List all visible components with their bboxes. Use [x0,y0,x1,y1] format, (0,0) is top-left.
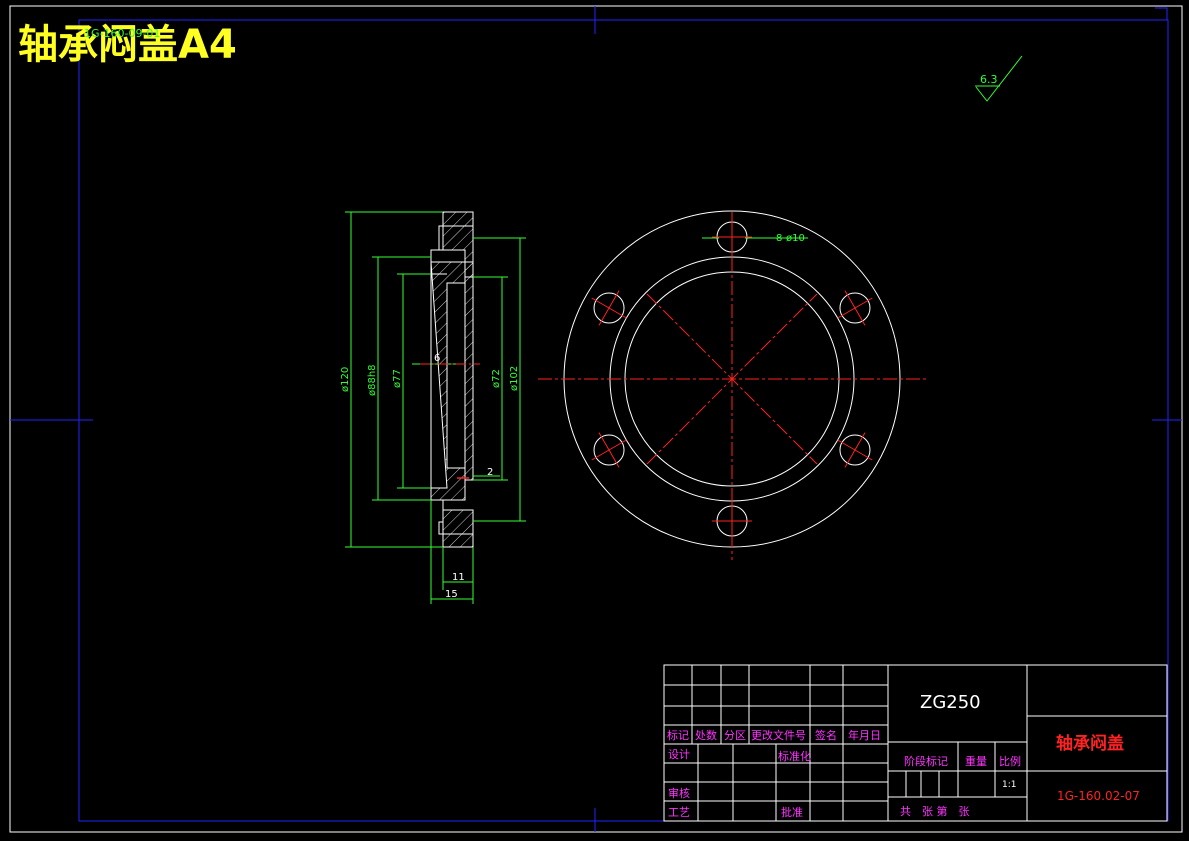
bolt-hole-centerline [844,432,866,468]
section-spigot [430,261,466,501]
hdr-mark: 标记 [667,728,689,742]
dim-d120: ø120 [340,367,351,392]
hdr-count: 处数 [695,729,717,742]
scale-value: 1:1 [1002,780,1016,790]
row-review: 审核 [668,786,690,800]
ratio-label: 比例 [999,754,1021,768]
drawing-code-overlay: 1G-160-09-01 [84,27,160,40]
section-view: ø120 ø88h8 ø77 ø72 ø102 6 2 11 15 [340,211,526,604]
inner-frame [78,19,1169,822]
bolt-holes [591,217,873,541]
section-bottom-flange [442,509,474,548]
sheets-label: 共 张 第 张 [900,804,970,818]
drawing-title: 轴承闷盖A4 [18,22,237,68]
bolt-hole-centerline [598,290,620,326]
section-top-step [438,212,444,251]
material: ZG250 [920,692,981,713]
front-centerlines [538,212,928,560]
row-standard: 标准化 [778,749,811,763]
section-bottom-step [438,510,444,535]
stage-mark: 阶段标记 [904,754,948,768]
title-block-text: ZG250 轴承闷盖 1G-160.02-07 1:1 标记 处数 分区 更改文… [667,692,1140,819]
section-dimension-lines [345,211,526,604]
dim-w15: 15 [445,589,458,600]
dim-w6: 6 [434,353,440,364]
bolt-hole [593,292,625,324]
row-design: 设计 [668,748,690,761]
dim-d88h8: ø88h8 [367,364,378,396]
dim-d72: ø72 [491,369,502,388]
dim-w11: 11 [452,572,465,583]
bolt-hole-centerline [844,290,866,326]
hdr-zone: 分区 [724,729,746,742]
dim-w2: 2 [487,467,493,478]
bolt-hole [839,292,871,324]
surface-finish-symbol [975,55,1023,102]
title-block [663,664,1168,822]
dim-d102: ø102 [509,366,520,391]
bolt-hole [593,434,625,466]
hole-note: 8-ø10 [776,233,805,244]
outer-frame [9,5,1183,833]
dim-d77: ø77 [392,369,403,388]
section-spigot-outline [430,249,443,501]
section-web [464,261,474,481]
weight-label: 重量 [965,754,987,768]
front-view: 8-ø10 [538,210,928,560]
surface-finish-value: 6.3 [980,73,998,86]
drawing-number: 1G-160.02-07 [1057,789,1140,803]
row-approve: 批准 [781,805,803,819]
part-name: 轴承闷盖 [1056,733,1124,754]
bolt-hole-centerline [598,432,620,468]
bolt-hole [839,434,871,466]
row-process: 工艺 [668,806,690,819]
hdr-date: 年月日 [848,728,881,742]
centering-marks [10,6,1182,832]
hdr-signature: 签名 [815,728,837,742]
hdr-change-doc: 更改文件号 [751,728,806,742]
